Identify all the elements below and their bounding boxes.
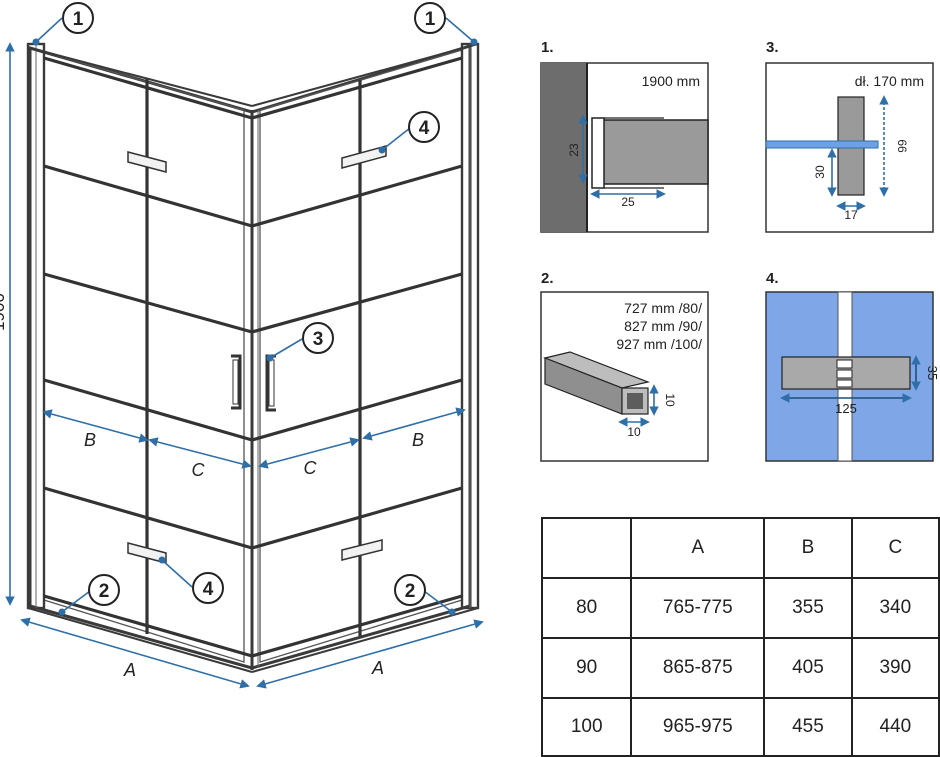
left-panel-frame xyxy=(28,46,254,670)
detail-2-dim-side: 10 xyxy=(663,393,677,407)
detail-4-dim-width: 125 xyxy=(835,401,857,416)
dim-a-right-line xyxy=(256,619,484,689)
table-cell: 965-975 xyxy=(630,697,766,757)
callout-3: 3 xyxy=(302,322,334,354)
table-cell: 100 xyxy=(540,697,633,757)
dim-c-right-line xyxy=(258,437,360,469)
shower-cabin xyxy=(26,42,480,673)
svg-text:3: 3 xyxy=(313,329,324,350)
detail-4-number: 4. xyxy=(766,270,779,287)
table-cell: 455 xyxy=(763,697,853,757)
dim-a-left-line xyxy=(20,617,250,689)
svg-text:1: 1 xyxy=(425,9,436,30)
size-table: A B C 80 765-775 355 340 90 865-875 405 … xyxy=(540,517,940,757)
table-cell: 390 xyxy=(850,637,940,699)
dim-b-right-label: B xyxy=(412,430,424,450)
table-header-cell: A xyxy=(630,517,766,579)
table-cell: 440 xyxy=(850,697,940,757)
detail-1-dim-vertical: 23 xyxy=(567,143,581,157)
hinge-upper-left xyxy=(127,151,167,173)
table-cell: 765-775 xyxy=(630,577,766,639)
dim-b-left-label: B xyxy=(84,430,96,450)
hinge-lower-right xyxy=(341,539,383,561)
callout-4-upper: 4 xyxy=(408,111,440,143)
dim-c-right-label: C xyxy=(304,458,318,478)
detail-1-dim-horizontal: 25 xyxy=(621,195,635,209)
table-header-row: A B C xyxy=(540,517,940,579)
detail-3-length-text: dł. 170 mm xyxy=(855,73,924,89)
detail-1-height-text: 1900 mm xyxy=(642,73,700,89)
table-row: 90 865-875 405 390 xyxy=(540,637,940,699)
table-cell: 405 xyxy=(763,637,853,699)
callout-4-lower: 4 xyxy=(192,572,224,604)
dim-b-right-line xyxy=(362,407,466,441)
detail-3-panel xyxy=(765,62,934,233)
detail-1-profile xyxy=(597,119,709,185)
dim-a-right-label: A xyxy=(371,658,384,678)
svg-text:2: 2 xyxy=(405,581,416,602)
detail-4-dim-height: 35 xyxy=(925,366,940,380)
hinges xyxy=(127,145,387,564)
table-cell: 355 xyxy=(763,577,853,639)
table-cell: 340 xyxy=(850,577,940,639)
dim-c-left-line xyxy=(148,437,252,469)
detail-3-dim-width: 17 xyxy=(844,208,858,222)
table-cell: 90 xyxy=(540,637,633,699)
callout-2-left: 2 xyxy=(88,574,120,606)
table-header-cell xyxy=(540,517,633,579)
detail-3-glass xyxy=(765,140,879,149)
callout-2-right: 2 xyxy=(394,574,426,606)
callout-leaders xyxy=(32,17,478,616)
detail-4-panel xyxy=(765,291,934,462)
detail-2-number: 2. xyxy=(541,270,554,287)
height-label: 1900 xyxy=(0,293,8,331)
detail-1-number: 1. xyxy=(541,39,554,56)
detail-3-dim-tall: 66 xyxy=(895,139,909,153)
table-row: 100 965-975 455 440 xyxy=(540,697,940,757)
detail-2-line-3: 927 mm /100/ xyxy=(616,336,702,352)
dim-b-left-line xyxy=(42,409,149,443)
table-row: 80 765-775 355 340 xyxy=(540,577,940,639)
table-cell: 80 xyxy=(540,577,633,639)
detail-3-number: 3. xyxy=(766,39,779,56)
detail-3-dim-mid: 30 xyxy=(813,165,827,179)
dim-c-left-label: C xyxy=(192,460,206,480)
svg-text:1: 1 xyxy=(73,9,84,30)
callout-1-left: 1 xyxy=(62,2,94,34)
svg-text:4: 4 xyxy=(419,118,430,139)
detail-2-line-1: 727 mm /80/ xyxy=(624,300,702,316)
detail-1-panel xyxy=(540,62,709,233)
svg-text:4: 4 xyxy=(203,579,214,600)
detail-2-dim-bottom: 10 xyxy=(627,425,641,439)
table-header-cell: B xyxy=(763,517,853,579)
handle-left xyxy=(231,354,242,410)
svg-text:2: 2 xyxy=(99,581,110,602)
detail-2-panel xyxy=(540,291,709,462)
hinge-upper-right xyxy=(341,145,387,169)
left-panel-inner xyxy=(43,51,245,663)
table-header-cell: C xyxy=(850,517,940,579)
callout-1-right: 1 xyxy=(414,2,446,34)
dim-a-left-label: A xyxy=(123,660,136,680)
detail-2-line-2: 827 mm /90/ xyxy=(624,318,702,334)
table-cell: 865-875 xyxy=(630,637,766,699)
